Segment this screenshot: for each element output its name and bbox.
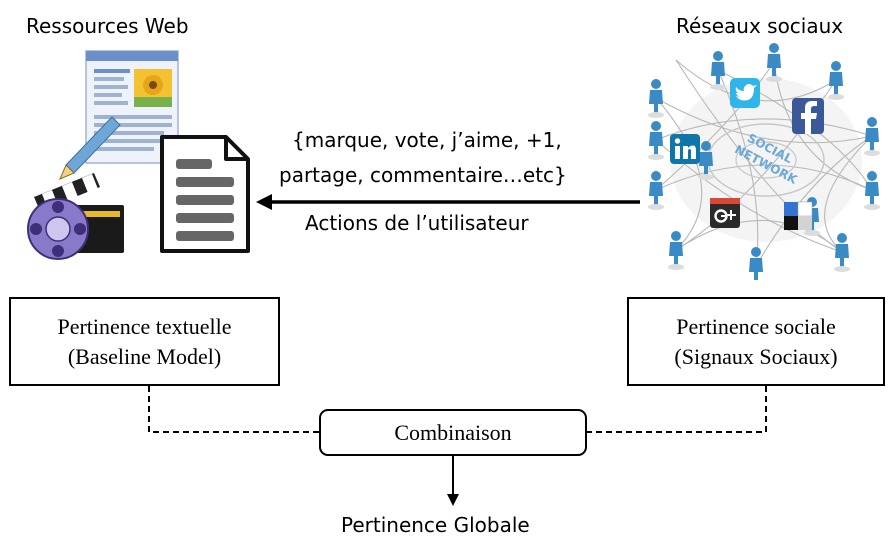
social-networks-title: Réseaux sociaux	[676, 14, 844, 38]
document-icon	[160, 135, 250, 253]
user-actions-arrowhead	[256, 194, 272, 210]
result-arrowhead	[447, 494, 459, 506]
web-resources-illustration	[27, 50, 250, 260]
global-relevance-label: Pertinence Globale	[341, 513, 530, 537]
pen-icon	[59, 116, 121, 180]
social-signals-label: (Signaux Sociaux)	[674, 343, 838, 369]
actions-list-line2: partage, commentaire…etc}	[279, 163, 567, 187]
combination-box: Combinaison	[319, 409, 587, 456]
baseline-model-label: (Baseline Model)	[67, 343, 222, 369]
textual-relevance-label: Pertinence textuelle	[57, 313, 232, 339]
linkedin-icon	[670, 134, 700, 164]
user-actions-caption: Actions de l’utilisateur	[305, 211, 529, 235]
twitter-icon	[730, 78, 760, 108]
film-reel-icon	[27, 173, 124, 260]
dashed-connector-right	[586, 386, 767, 433]
combination-label: Combinaison	[394, 419, 512, 445]
textual-relevance-box: Pertinence textuelle (Baseline Model)	[9, 297, 280, 386]
web-resources-title: Ressources Web	[26, 14, 189, 38]
facebook-icon	[792, 98, 824, 134]
actions-list-line1: {marque, vote, j’aime, +1,	[292, 128, 562, 152]
delicious-icon	[784, 201, 813, 230]
google-plus-icon	[710, 198, 740, 228]
social-relevance-box: Pertinence sociale (Signaux Sociaux)	[627, 297, 885, 386]
dashed-connector-left	[148, 386, 320, 433]
social-relevance-label: Pertinence sociale	[676, 313, 836, 339]
social-network-illustration: SOCIAL NETWORK	[648, 43, 880, 280]
